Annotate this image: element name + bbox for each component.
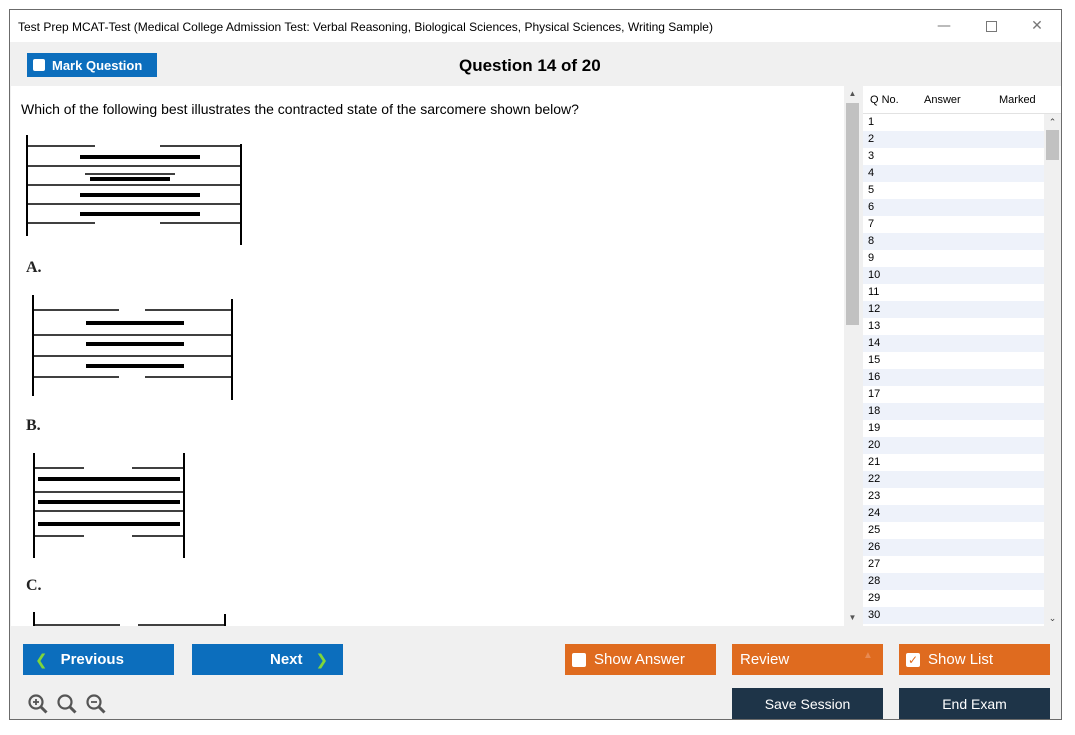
choice-b-label: B. bbox=[26, 417, 41, 434]
question-list-row[interactable]: 12 bbox=[863, 301, 1044, 318]
previous-button[interactable]: ❮ Previous bbox=[23, 644, 174, 675]
zoom-in-icon[interactable] bbox=[28, 694, 48, 716]
question-list-row[interactable]: 16 bbox=[863, 369, 1044, 386]
show-answer-label: Show Answer bbox=[594, 651, 685, 668]
close-icon[interactable]: ✕ bbox=[1031, 18, 1043, 34]
scroll-down-arrow-icon[interactable]: ▼ bbox=[848, 613, 857, 622]
question-list-row[interactable]: 21 bbox=[868, 456, 881, 468]
question-list-row[interactable]: 14 bbox=[863, 335, 1044, 352]
question-scrollbar[interactable]: ▲ ▼ bbox=[844, 86, 861, 626]
question-list-row[interactable]: 18 bbox=[863, 403, 1044, 420]
question-list-row[interactable]: 13 bbox=[868, 320, 881, 332]
question-text: Which of the following best illustrates … bbox=[21, 101, 579, 117]
sarcomere-diagram-c[interactable] bbox=[32, 610, 232, 626]
question-list-row[interactable]: 19 bbox=[868, 422, 881, 434]
review-label: Review bbox=[740, 651, 790, 668]
show-answer-button[interactable]: Show Answer bbox=[565, 644, 716, 675]
title-bar: Test Prep MCAT-Test (Medical College Adm… bbox=[10, 10, 1061, 42]
question-list-row[interactable]: 10 bbox=[863, 267, 1044, 284]
col-header-answer[interactable]: Answer bbox=[924, 94, 961, 106]
show-answer-checkbox[interactable] bbox=[572, 652, 586, 667]
app-window: Test Prep MCAT-Test (Medical College Adm… bbox=[9, 9, 1062, 720]
question-list-row[interactable]: 1 bbox=[868, 116, 875, 128]
question-list-row[interactable]: 22 bbox=[863, 471, 1044, 488]
question-list-row[interactable]: 17 bbox=[868, 388, 881, 400]
show-list-button[interactable]: ✓ Show List bbox=[899, 644, 1050, 675]
question-list-row[interactable]: 15 bbox=[868, 354, 881, 366]
question-list-row[interactable]: 25 bbox=[868, 524, 881, 536]
question-list-row[interactable]: 3 bbox=[868, 150, 875, 162]
end-exam-button[interactable]: End Exam bbox=[899, 688, 1050, 719]
list-scrollbar-thumb[interactable] bbox=[1046, 130, 1059, 160]
question-list-row[interactable]: 24 bbox=[863, 505, 1044, 522]
list-scroll-up-icon[interactable]: ⌃ bbox=[1048, 117, 1057, 127]
chevron-right-icon: ❯ bbox=[315, 650, 329, 669]
minimize-icon[interactable]: — bbox=[937, 18, 951, 34]
scroll-up-arrow-icon[interactable]: ▲ bbox=[848, 89, 857, 98]
show-list-checkbox-checked[interactable]: ✓ bbox=[906, 652, 920, 667]
list-scroll-down-icon[interactable]: ⌄ bbox=[1048, 613, 1057, 623]
question-list-row[interactable]: 20 bbox=[863, 437, 1044, 454]
mark-checkbox[interactable] bbox=[33, 59, 45, 71]
question-list-scrollbar[interactable]: ⌃ ⌄ bbox=[1044, 114, 1061, 626]
col-header-qno[interactable]: Q No. bbox=[870, 94, 899, 106]
question-list-row[interactable]: 26 bbox=[863, 539, 1044, 556]
sarcomere-diagram-original bbox=[26, 135, 242, 245]
question-counter: Question 14 of 20 bbox=[459, 56, 601, 75]
choice-a-label: A. bbox=[26, 259, 42, 276]
sarcomere-diagram-b[interactable] bbox=[32, 452, 188, 559]
question-list-row[interactable]: 2 bbox=[863, 131, 1044, 148]
review-dropdown[interactable]: Review ▲ bbox=[732, 644, 883, 675]
question-list-row[interactable]: 6 bbox=[863, 199, 1044, 216]
zoom-out-icon[interactable] bbox=[86, 694, 106, 716]
zoom-reset-icon[interactable] bbox=[57, 694, 77, 716]
mark-question-button[interactable]: Mark Question bbox=[27, 53, 157, 77]
question-list-row[interactable]: 23 bbox=[868, 490, 881, 502]
next-button[interactable]: Next ❯ bbox=[192, 644, 343, 675]
footer-toolbar: ❮ Previous Next ❯ Show Answer Review ▲ ✓… bbox=[10, 626, 1061, 719]
question-list-row[interactable]: 29 bbox=[868, 592, 881, 604]
sarcomere-diagram-a[interactable] bbox=[31, 294, 236, 402]
maximize-icon[interactable] bbox=[971, 14, 1011, 38]
question-list-row[interactable]: 27 bbox=[868, 558, 881, 570]
question-list-row[interactable]: 30 bbox=[863, 607, 1044, 624]
question-list-row[interactable]: 9 bbox=[868, 252, 875, 264]
question-list-row[interactable]: 5 bbox=[868, 184, 875, 196]
scrollbar-thumb[interactable] bbox=[846, 103, 859, 325]
show-list-label: Show List bbox=[928, 651, 994, 668]
chevron-left-icon: ❮ bbox=[35, 650, 48, 669]
col-header-marked[interactable]: Marked bbox=[999, 94, 1036, 106]
next-label: Next bbox=[270, 651, 303, 668]
question-panel: Which of the following best illustrates … bbox=[11, 86, 844, 626]
question-header: Mark Question Question 14 of 20 bbox=[10, 42, 1061, 86]
question-list-row[interactable]: 7 bbox=[868, 218, 875, 230]
question-list-header: Q No. Answer Marked bbox=[863, 86, 1061, 114]
question-list-row[interactable]: 8 bbox=[863, 233, 1044, 250]
question-list-row[interactable]: 28 bbox=[863, 573, 1044, 590]
question-list-row[interactable]: 11 bbox=[868, 286, 880, 298]
dropdown-arrow-icon: ▲ bbox=[863, 650, 873, 661]
choice-c-label: C. bbox=[26, 577, 42, 594]
mark-question-label: Mark Question bbox=[52, 57, 143, 73]
previous-label: Previous bbox=[60, 651, 124, 668]
save-session-button[interactable]: Save Session bbox=[732, 688, 883, 719]
question-list-row[interactable]: 4 bbox=[863, 165, 1044, 182]
window-title: Test Prep MCAT-Test (Medical College Adm… bbox=[18, 20, 713, 34]
